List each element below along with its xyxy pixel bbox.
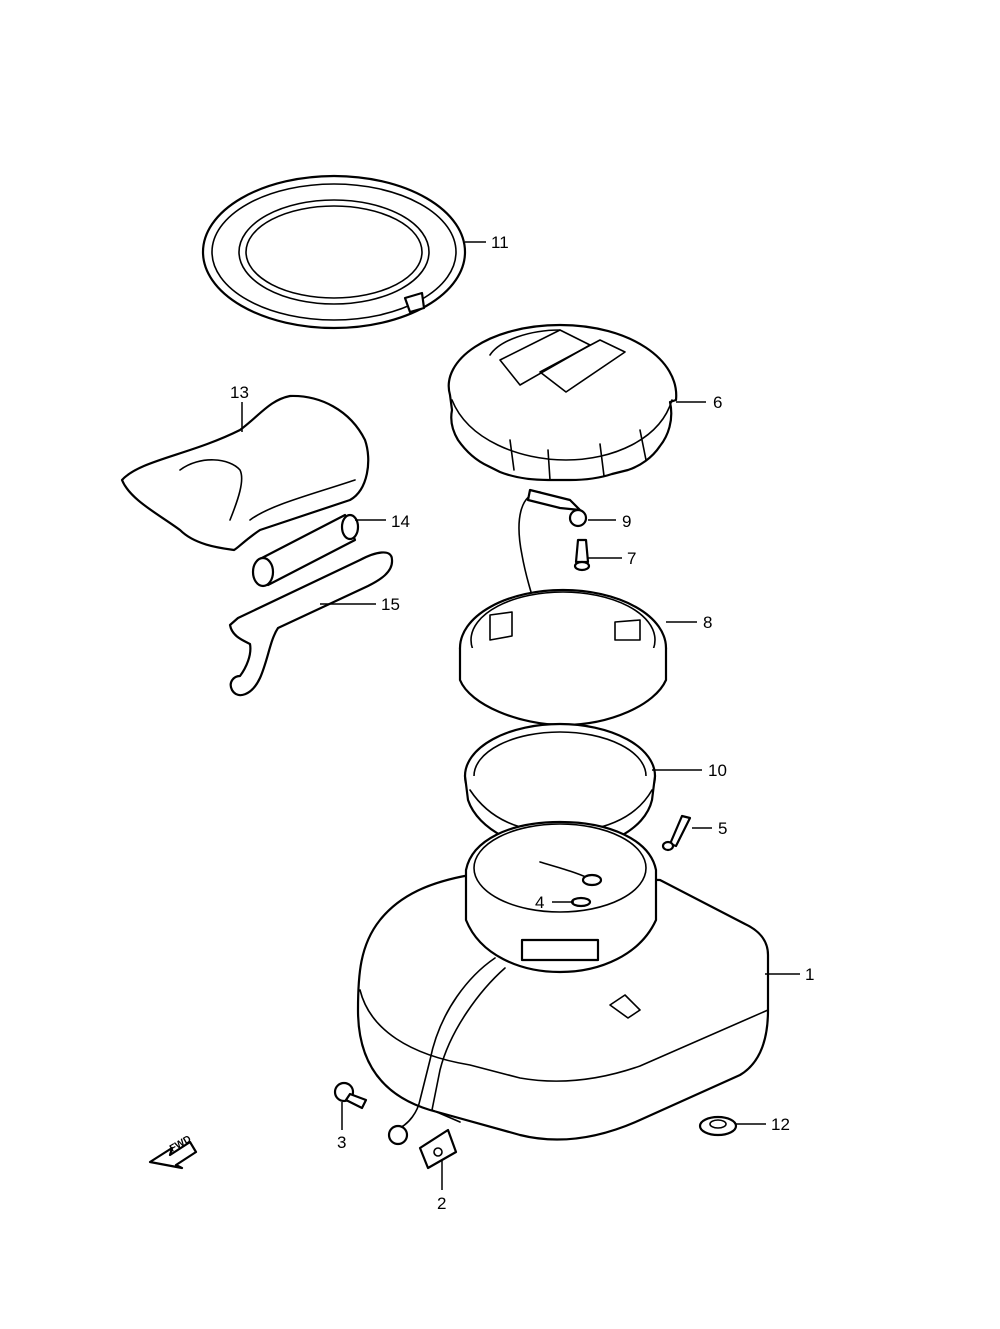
callout-8: 8 [703,613,712,632]
part-11-cover-seal[interactable] [201,174,467,330]
callout-2: 2 [437,1194,446,1213]
callout-15: 15 [381,595,400,614]
fwd-arrow-icon: FWD [148,1134,198,1170]
part-1-fuel-tank[interactable] [356,820,770,1146]
callout-9: 9 [622,512,631,531]
part-5-rivet[interactable] [661,814,692,852]
callout-5: 5 [718,819,727,838]
callout-7: 7 [627,549,636,568]
part-8-filler-ring[interactable] [458,588,668,727]
part-15-spanner[interactable] [228,551,394,697]
callout-1: 1 [805,965,814,984]
part-13-tool-bag[interactable] [120,394,370,552]
callout-13: 13 [230,383,249,402]
part-6-fuel-cap[interactable] [447,323,678,482]
callout-11: 11 [491,233,509,252]
callout-10: 10 [708,761,727,780]
leader-lines [241,241,800,1190]
part-3-bolt[interactable] [333,1081,368,1110]
callout-4: 4 [535,893,544,912]
part-14-socket-tool[interactable] [251,513,360,588]
callout-3: 3 [337,1133,346,1152]
part-7-screw[interactable] [573,538,591,572]
callout-6: 6 [713,393,722,412]
callout-12: 12 [771,1115,790,1134]
callout-14: 14 [391,512,410,531]
callouts: 1 2 3 4 5 6 7 8 9 10 11 12 13 14 15 [230,233,814,1213]
part-12-grommet[interactable] [698,1115,738,1137]
part-2-clip[interactable] [418,1128,458,1170]
